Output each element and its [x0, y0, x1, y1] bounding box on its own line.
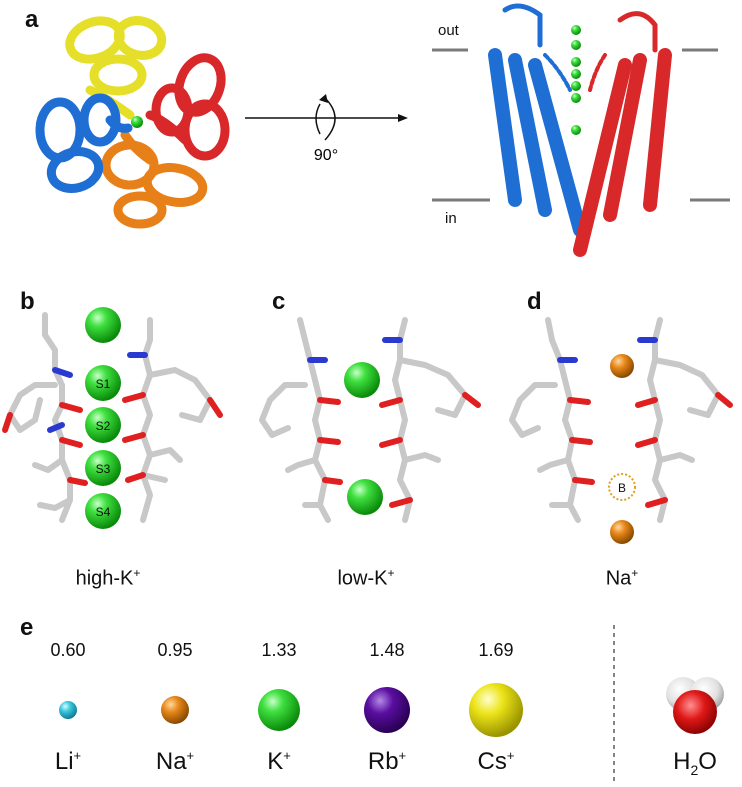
subunit-orange	[101, 130, 208, 229]
water-label: H2O	[673, 748, 717, 778]
radius-rb: 1.48	[369, 640, 405, 660]
rotation-label: 90°	[314, 147, 338, 164]
membrane-in-label: in	[445, 210, 457, 227]
caption-low-k: low-K+	[337, 566, 395, 590]
rubidium-sphere	[364, 687, 410, 733]
panel-label-d: d	[527, 288, 542, 315]
panel-label-b: b	[20, 288, 35, 315]
ion-label-na: Na+	[155, 748, 195, 775]
sodium-ion-upper	[610, 354, 634, 378]
potassium-ion-s1	[85, 365, 121, 401]
sodium-ion-lower	[610, 520, 634, 544]
subunit-yellow	[65, 16, 167, 120]
sodium-sphere	[161, 696, 189, 724]
potassium-ion-s4	[85, 493, 121, 529]
tetramer-top-view	[35, 16, 230, 229]
filter-strand-b-right	[122, 317, 223, 523]
ion-label-li: Li+	[54, 748, 82, 775]
ion-label-k: K+	[267, 748, 291, 775]
panel-d-ions: B	[608, 354, 636, 544]
filter-strand-c-right	[379, 317, 481, 523]
radius-li: 0.60	[50, 640, 86, 660]
site-label-s3: S3	[96, 462, 111, 476]
side-view-blue-subunit	[488, 3, 587, 237]
water-molecule	[666, 677, 724, 734]
panel-label-e: e	[20, 614, 34, 641]
potassium-ion-upper	[344, 362, 380, 398]
site-label-s2: S2	[96, 419, 111, 433]
panel-c-ions	[344, 362, 383, 515]
filter-strand-b-left	[2, 312, 88, 523]
central-potassium-ion	[131, 116, 143, 128]
ion-label-rb: Rb+	[367, 748, 407, 775]
radius-k: 1.33	[261, 640, 297, 660]
radius-cs: 1.69	[478, 640, 514, 660]
subunit-red	[145, 53, 230, 161]
potassium-ion-lower	[347, 479, 383, 515]
filter-strand-d-left	[509, 317, 595, 523]
membrane-lines	[432, 48, 730, 202]
potassium-sphere	[258, 689, 300, 731]
site-label-s1: S1	[96, 377, 111, 391]
side-view-red-subunit	[573, 11, 672, 257]
panel-label-c: c	[272, 288, 286, 315]
lithium-sphere	[59, 701, 77, 719]
filter-strand-c-left	[259, 317, 343, 523]
panel-e-spheres	[59, 683, 523, 737]
potassium-ion-s2	[85, 407, 121, 443]
site-label-s4: S4	[96, 505, 111, 519]
panel-b-ions: S1 S2 S3 S4	[85, 307, 121, 529]
ion-label-cs: Cs+	[477, 748, 515, 775]
site-b-marker	[608, 473, 636, 501]
caption-na: Na+	[605, 566, 639, 590]
subunit-blue	[35, 93, 133, 193]
panel-label-a: a	[25, 6, 39, 33]
rotation-arrow	[245, 94, 408, 141]
potassium-ion-s3	[85, 450, 121, 486]
caption-high-k: high-K+	[75, 566, 141, 590]
side-view-ions	[571, 25, 581, 135]
site-label-b: B	[618, 481, 626, 495]
radius-na: 0.95	[157, 640, 193, 660]
potassium-ion-s0	[85, 307, 121, 343]
filter-strand-d-right	[635, 317, 733, 523]
cesium-sphere	[469, 683, 523, 737]
membrane-out-label: out	[438, 22, 459, 39]
